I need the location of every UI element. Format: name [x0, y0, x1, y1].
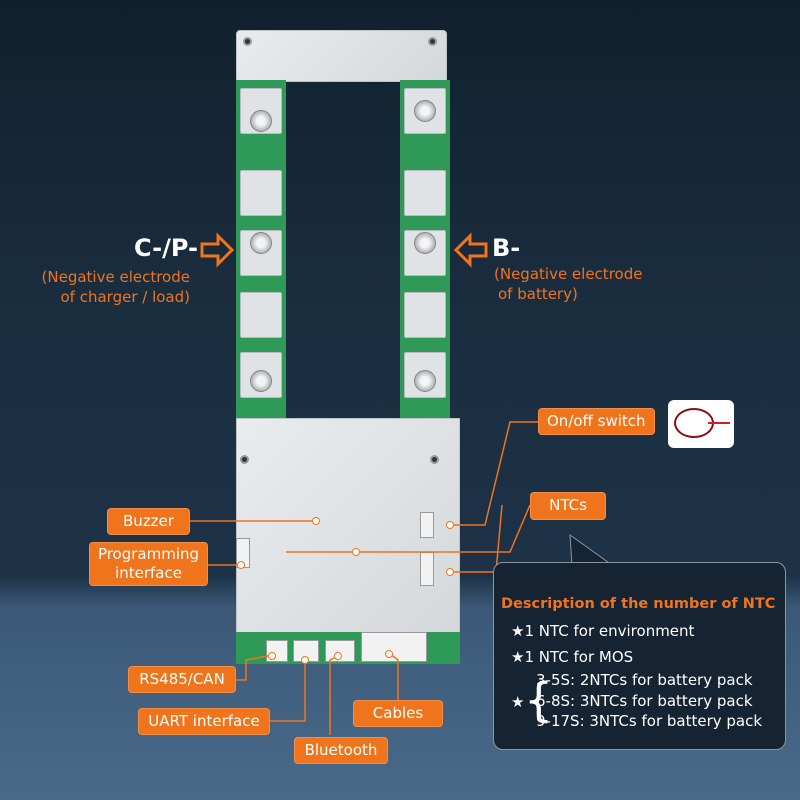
bluetooth-point [334, 652, 342, 660]
ntc-group-item: 3-5S: 2NTCs for battery pack [536, 671, 753, 689]
cables-point [385, 650, 393, 658]
bluetooth-connector [325, 640, 355, 662]
uart-interface-label: UART interface [138, 708, 270, 735]
ntcs-label: NTCs [530, 492, 606, 520]
screw-icon [250, 110, 272, 132]
screw-icon [414, 370, 436, 392]
ntc-connector [420, 512, 434, 538]
right-busbar-column [400, 80, 450, 420]
on-off-switch-label: On/off switch [538, 408, 655, 435]
bms-board-top-cap [236, 30, 447, 82]
switch-wire-image [668, 400, 734, 448]
cables-label: Cables [353, 700, 443, 727]
ntc-group-item: 9-17S: 3NTCs for battery pack [536, 712, 763, 730]
ntc-description-panel: Description of the number of NTC ★1 NTC … [493, 562, 786, 750]
mount-hole [240, 455, 249, 464]
ntc-point [446, 568, 454, 576]
ntc-description-title: Description of the number of NTC [501, 596, 776, 612]
board-point [352, 548, 360, 556]
group-star-icon: ★ [511, 693, 525, 711]
screw-icon [414, 232, 436, 254]
buzzer-point [312, 517, 320, 525]
left-terminal-desc: (Negative electrode of charger / load) [41, 268, 190, 306]
rs485-point [268, 652, 276, 660]
mount-hole [243, 37, 252, 46]
ntc-point [446, 521, 454, 529]
programming-point [237, 561, 245, 569]
right-terminal-desc: (Negative electrode of battery) [494, 265, 643, 303]
uart-point [301, 656, 309, 664]
brace: { [524, 673, 554, 727]
screw-icon [250, 232, 272, 254]
right-terminal-label: B- [492, 234, 521, 262]
programming-interface-label: Programming interface [89, 542, 208, 586]
ntc-group-item: 6-8S: 3NTCs for battery pack [536, 692, 753, 710]
rs485-can-label: RS485/CAN [128, 666, 236, 693]
screw-icon [250, 370, 272, 392]
left-terminal-label: C-/P- [134, 234, 199, 262]
buzzer-label: Buzzer [107, 508, 190, 535]
mount-hole [430, 455, 439, 464]
mount-hole [428, 37, 437, 46]
bluetooth-label: Bluetooth [294, 737, 388, 764]
screw-icon [414, 100, 436, 122]
left-busbar-column [236, 80, 286, 420]
ntc-item: ★1 NTC for environment [511, 622, 695, 640]
ntc-item: ★1 NTC for MOS [511, 648, 634, 666]
